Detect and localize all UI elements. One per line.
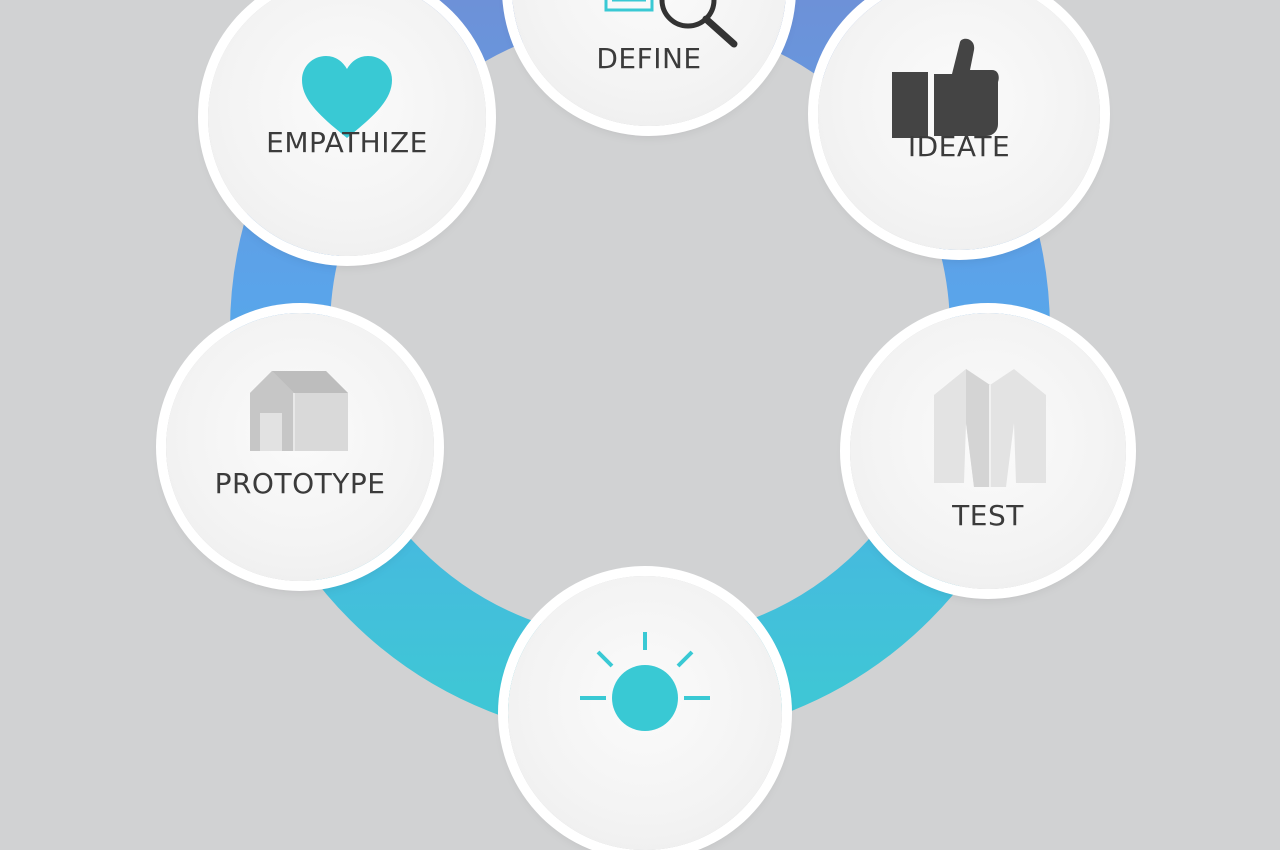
lightbulb-icon [580, 632, 710, 731]
prototype-stage: PROTOTYPE [166, 313, 434, 581]
magnifier-document-icon [604, 0, 738, 48]
garment-icon [934, 369, 1046, 487]
define-label: DEFINE [596, 42, 702, 75]
heart-icon [302, 56, 392, 138]
thumbs-up-icon [892, 38, 999, 138]
implement-stage [508, 576, 782, 850]
house-model-icon [250, 371, 348, 451]
ideate-label: IDEATE [907, 130, 1011, 163]
prototype-label: PROTOTYPE [214, 467, 386, 500]
ideate-stage: IDEATE [818, 0, 1100, 250]
test-label: TEST [952, 499, 1024, 532]
empathize-stage: EMPATHIZE [208, 0, 486, 256]
empathize-label: EMPATHIZE [266, 126, 428, 159]
test-stage: TEST [850, 313, 1126, 589]
